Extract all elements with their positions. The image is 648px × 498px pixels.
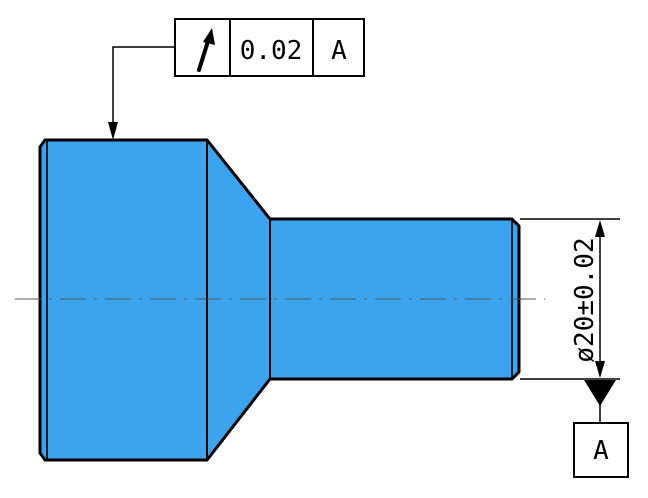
dimension-extension-lines	[520, 218, 620, 380]
fcf-datum-ref: A	[331, 36, 347, 66]
datum-feature-symbol: A	[573, 380, 629, 478]
diameter-dimension-text: ø20±0.02	[570, 237, 600, 362]
part-outline	[38, 138, 521, 462]
circular-runout-arrow-icon	[197, 28, 215, 72]
fcf-tolerance: 0.02	[240, 36, 303, 66]
diameter-dimension-line	[595, 220, 605, 378]
datum-triangle	[584, 380, 616, 406]
shaft-part	[38, 138, 521, 462]
datum-label: A	[593, 436, 609, 466]
leader-arrowhead	[108, 122, 118, 140]
dimension-arrow-bottom	[595, 361, 605, 378]
fcf-leader	[108, 46, 175, 140]
datum-box	[573, 422, 629, 478]
feature-control-frame: 0.02 A	[174, 18, 365, 77]
dimension-arrow-top	[595, 220, 605, 237]
